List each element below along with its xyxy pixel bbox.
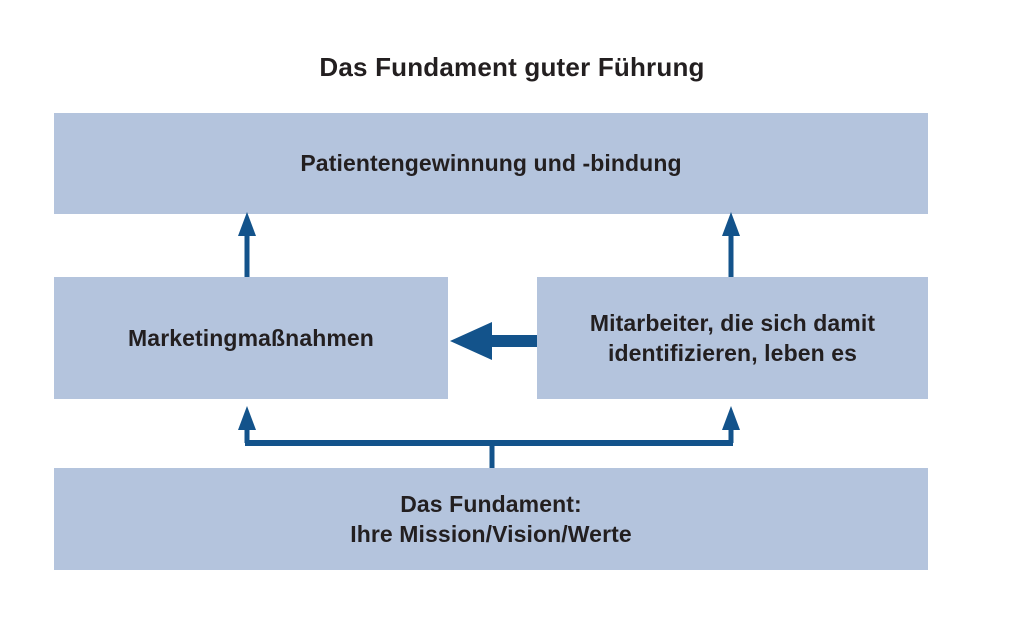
node-label-mitarbeiter: Mitarbeiter, die sich damit identifizier…: [580, 308, 885, 369]
node-box-mitarbeiter: Mitarbeiter, die sich damit identifizier…: [537, 277, 928, 399]
node-label-fundament-line-1: Das Fundament:: [400, 490, 582, 517]
node-label-marketingmassnahmen: Marketingmaßnahmen: [128, 324, 374, 351]
node-label-mitarbeiter-line-1: Mitarbeiter, die sich damit: [589, 309, 876, 336]
arrow-foundation-fork: [238, 406, 740, 468]
node-label-mitarbeiter-line-2: identifizieren, leben es: [607, 340, 858, 366]
arrow-employees-to-top: [722, 212, 740, 277]
page-title: Das Fundament guter Führung: [319, 52, 705, 82]
node-label-patientengewinnung: Patientengewinnung und -bindung: [300, 150, 682, 177]
arrow-marketing-to-top: [238, 212, 256, 277]
node-label-fundament-line-2: Ihre Mission/Vision/Werte: [350, 521, 632, 547]
node-box-fundament: Das Fundament: Ihre Mission/Vision/Werte: [54, 468, 928, 570]
node-box-patientengewinnung: Patientengewinnung und -bindung: [54, 113, 928, 214]
node-label-fundament: Das Fundament: Ihre Mission/Vision/Werte: [340, 489, 642, 550]
node-box-marketingmassnahmen: Marketingmaßnahmen: [54, 277, 448, 399]
arrow-employees-to-marketing: [450, 322, 537, 360]
